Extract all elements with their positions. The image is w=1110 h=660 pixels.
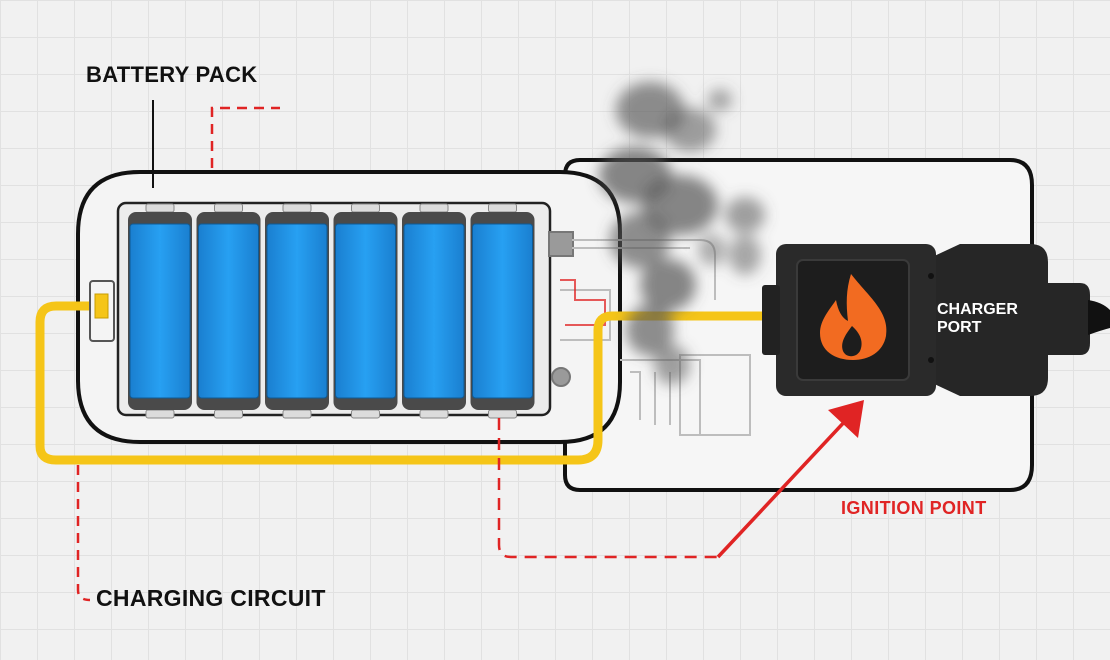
cell-cap-top bbox=[282, 203, 312, 213]
charger-port bbox=[762, 244, 1110, 396]
smoke-plume bbox=[599, 82, 765, 385]
charger-port-label-line1: CHARGER bbox=[937, 301, 1018, 318]
cell-body bbox=[266, 223, 328, 399]
terminal-contact bbox=[94, 293, 109, 319]
charger-port-label-line2: PORT bbox=[937, 319, 982, 336]
cell-body bbox=[472, 223, 533, 399]
cell-cap-bottom bbox=[214, 409, 243, 419]
cell-cap-top bbox=[145, 203, 175, 213]
charger-port-label: CHARGER PORT bbox=[937, 301, 1018, 337]
cell-cap-top bbox=[488, 203, 517, 213]
cell-cap-bottom bbox=[145, 409, 175, 419]
charging-circuit-wire bbox=[35, 301, 783, 465]
battery-pack-label: BATTERY PACK bbox=[86, 62, 258, 87]
battery-cell bbox=[402, 203, 466, 419]
cell-cap-bottom bbox=[282, 409, 312, 419]
cell-cap-bottom bbox=[488, 409, 517, 419]
cell-body bbox=[198, 223, 259, 399]
charging-circuit-label: CHARGING CIRCUIT bbox=[96, 585, 326, 611]
battery-cell bbox=[333, 203, 398, 419]
battery-cells bbox=[128, 203, 535, 419]
battery-pack-red-dash bbox=[210, 106, 280, 168]
cell-body bbox=[129, 223, 191, 399]
battery-cell bbox=[265, 203, 329, 419]
cell-cap-bottom bbox=[351, 409, 380, 419]
ignition-point-label: IGNITION POINT bbox=[841, 498, 987, 518]
fire-icon bbox=[820, 274, 887, 360]
charging-circuit-leader bbox=[76, 465, 91, 602]
cell-cap-top bbox=[419, 203, 449, 213]
ignition-dashed-path bbox=[497, 418, 718, 559]
ignition-arrow bbox=[716, 416, 850, 559]
battery-cell bbox=[196, 203, 261, 419]
cell-cap-top bbox=[214, 203, 243, 213]
cell-body bbox=[403, 223, 465, 399]
battery-cell bbox=[470, 203, 535, 419]
ignition-arrowhead bbox=[828, 400, 864, 438]
cell-cap-bottom bbox=[419, 409, 449, 419]
cell-cap-top bbox=[351, 203, 380, 213]
cell-body bbox=[335, 223, 396, 399]
battery-cell bbox=[128, 203, 192, 419]
